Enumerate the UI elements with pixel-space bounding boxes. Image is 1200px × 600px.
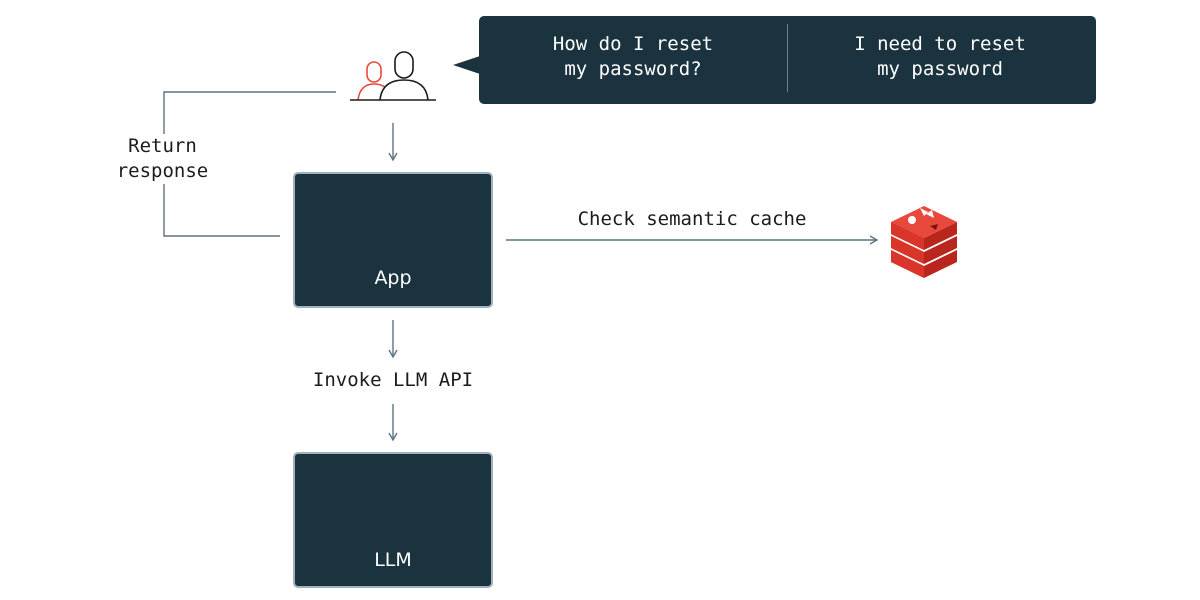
invoke-llm-label: Invoke LLM API xyxy=(292,368,494,393)
app-node xyxy=(293,172,493,308)
users-icon xyxy=(350,51,436,101)
user-question-text: How do I reset my password? xyxy=(552,33,714,80)
check-cache-label: Check semantic cache xyxy=(577,208,807,230)
query-bubble-divider xyxy=(787,24,788,92)
llm-node-label: LLM xyxy=(374,549,412,571)
app-node-label: App xyxy=(374,267,412,289)
user-intent-text: I need to reset my password xyxy=(854,33,1026,80)
return-response-label: Return response xyxy=(100,134,225,184)
query-bubble-tail xyxy=(453,56,480,74)
redis-database-icon xyxy=(891,206,957,278)
llm-node xyxy=(293,452,493,588)
